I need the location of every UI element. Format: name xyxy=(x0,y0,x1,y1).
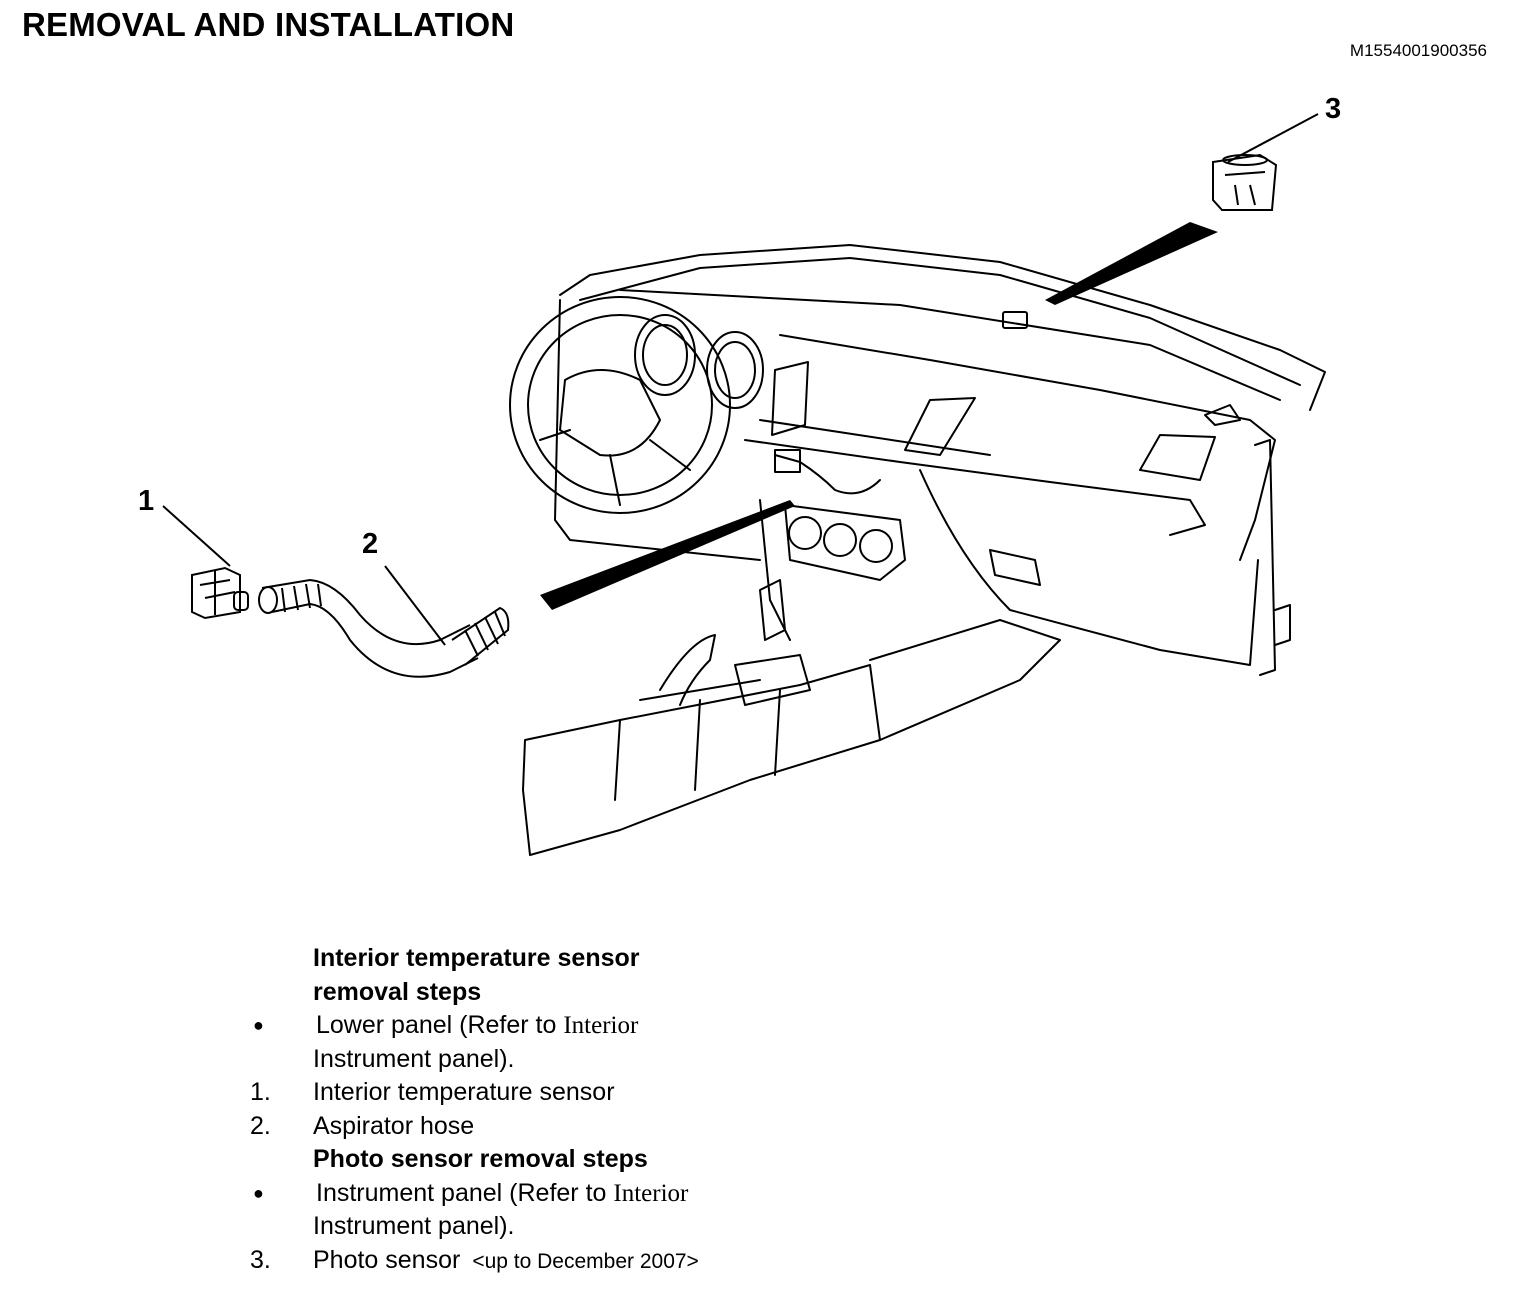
gauge-left xyxy=(634,314,696,396)
aspirator-hose-part xyxy=(258,578,510,678)
figure-code: M1554001900356 xyxy=(1349,41,1487,60)
photo-heading: Photo sensor removal steps xyxy=(313,1145,648,1173)
callout-leader-2 xyxy=(384,565,446,646)
steering-wheel-inner xyxy=(527,314,713,496)
side-panel xyxy=(1254,439,1276,676)
step-text: Interior temperature sensor xyxy=(313,1078,615,1106)
list-item: 2. Aspirator hose xyxy=(250,1110,950,1144)
shift-lever xyxy=(759,579,786,641)
photo-sensor-leader xyxy=(1045,222,1218,305)
page-title: REMOVAL AND INSTALLATION xyxy=(22,6,515,43)
dashboard-top-inner xyxy=(579,257,1301,386)
interior-link[interactable]: Interior xyxy=(613,1179,689,1207)
list-item: 1. Interior temperature sensor xyxy=(250,1076,950,1110)
step-number: 3. xyxy=(250,1245,271,1274)
hvac-knob-3 xyxy=(859,529,893,563)
list-item: 3. Photo sensor <up to December 2007> xyxy=(250,1244,950,1279)
callout-1: 1 xyxy=(138,485,154,517)
step-text: Photo sensor xyxy=(313,1245,461,1274)
bullet-icon: ● xyxy=(253,1182,264,1203)
interior-heading-row: Interior temperature sensor xyxy=(250,942,950,976)
photo-sensor-mount xyxy=(1002,311,1028,329)
procedure-list: Interior temperature sensor removal step… xyxy=(250,942,950,1278)
steering-wheel xyxy=(509,296,731,514)
step-number: 2. xyxy=(250,1111,271,1140)
hvac-knob-2 xyxy=(823,523,857,557)
dashboard-illustration: 1 2 3 xyxy=(138,93,1341,856)
glovebox xyxy=(919,469,1259,666)
interior-temperature-sensor-part xyxy=(191,566,249,620)
photo-heading-row: Photo sensor removal steps xyxy=(250,1143,950,1177)
list-item: ● Instrument panel (Refer to Interior xyxy=(250,1177,950,1211)
step-note: <up to December 2007> xyxy=(472,1249,699,1273)
interior-heading: Interior temperature sensor xyxy=(313,944,640,972)
step-text: Aspirator hose xyxy=(313,1111,475,1140)
vent-right-1 xyxy=(904,397,976,456)
dashboard-mid-line xyxy=(759,419,991,456)
dashboard-top-edge xyxy=(559,244,1326,411)
callout-2: 2 xyxy=(362,528,378,560)
sensor-harness xyxy=(774,454,881,495)
list-item: ● Lower panel (Refer to Interior xyxy=(250,1009,950,1043)
photo-sensor-part xyxy=(1212,153,1278,211)
center-vent xyxy=(771,361,809,436)
sensor-leader xyxy=(540,500,795,610)
lower-panel-text: Lower panel (Refer to xyxy=(316,1011,564,1039)
center-stack xyxy=(784,504,906,581)
step-number: 1. xyxy=(250,1078,271,1106)
instrument-panel-line2: Instrument panel). xyxy=(313,1212,515,1240)
center-console xyxy=(522,664,881,856)
callout-3: 3 xyxy=(1325,93,1341,125)
gauge-right xyxy=(706,331,764,409)
lower-panel-line2: Instrument panel). xyxy=(313,1044,515,1073)
callout-leader-3 xyxy=(1227,113,1319,163)
interior-link[interactable]: Interior xyxy=(563,1012,639,1039)
vent-right-2 xyxy=(1139,434,1216,481)
dashboard-face xyxy=(779,334,1276,561)
instrument-panel-text: Instrument panel (Refer to xyxy=(316,1178,614,1207)
bullet-icon: ● xyxy=(253,1015,264,1035)
dashboard-lower-line xyxy=(744,439,1206,536)
interior-heading-line2: removal steps xyxy=(313,977,482,1006)
dashboard-windshield-line xyxy=(619,289,1281,401)
console-right-edge xyxy=(869,619,1061,741)
callout-leader-1 xyxy=(162,505,231,567)
steering-hub xyxy=(559,369,661,457)
hvac-knob-1 xyxy=(788,516,822,550)
